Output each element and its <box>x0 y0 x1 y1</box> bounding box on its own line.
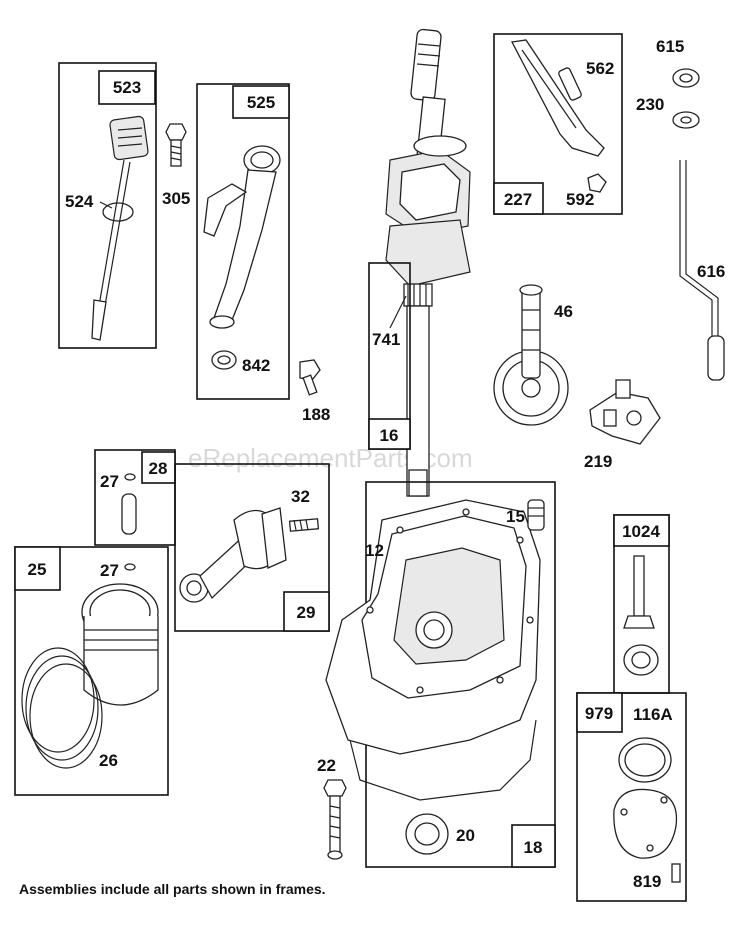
frame-tag-1024 <box>613 514 670 547</box>
piston-rings-part <box>21 647 103 769</box>
label-1024: 1024 <box>622 522 660 541</box>
screw-188 <box>299 359 321 396</box>
pump-cover-part <box>613 737 681 883</box>
seal-20 <box>405 813 449 855</box>
frame-25 <box>14 546 169 796</box>
label-46: 46 <box>554 302 573 321</box>
frame-tag-25 <box>14 546 61 591</box>
label-305: 305 <box>162 189 190 208</box>
frame-525 <box>196 83 290 400</box>
label-227: 227 <box>504 190 532 209</box>
label-18: 18 <box>524 838 543 857</box>
frame-tag-525 <box>232 85 290 119</box>
label-562: 562 <box>586 59 614 78</box>
label-25: 25 <box>28 560 47 579</box>
label-219: 219 <box>584 452 612 471</box>
frame-tag-523 <box>98 70 156 105</box>
label-524: 524 <box>65 192 94 211</box>
label-592: 592 <box>566 190 594 209</box>
frame-tag-29 <box>283 591 330 632</box>
crankcase-part <box>325 499 541 801</box>
connecting-rod-part <box>179 507 320 603</box>
frame-227 <box>493 33 623 215</box>
plug-15 <box>527 499 545 531</box>
label-615: 615 <box>656 37 684 56</box>
bolt-305 <box>165 123 187 167</box>
frame-tag-227 <box>493 182 544 215</box>
label-26: 26 <box>99 751 118 770</box>
frame-29 <box>174 463 330 632</box>
label-12: 12 <box>365 541 384 560</box>
camshaft-46 <box>493 284 569 426</box>
label-979: 979 <box>585 704 613 723</box>
label-188: 188 <box>302 405 330 424</box>
footer-note: Assemblies include all parts shown in fr… <box>19 881 326 897</box>
label-27-top: 27 <box>100 472 119 491</box>
label-15: 15 <box>506 507 525 526</box>
label-116a: 116A <box>633 705 673 724</box>
label-525: 525 <box>247 93 275 112</box>
frame-tag-979 <box>576 692 623 733</box>
governor-lever-part <box>510 39 607 193</box>
frame-tag-16 <box>368 418 411 450</box>
watermark: eReplacementParts.com <box>188 443 473 473</box>
label-616: 616 <box>697 262 725 281</box>
governor-shaft-616 <box>679 160 725 381</box>
label-523: 523 <box>113 78 141 97</box>
frame-tag-18 <box>511 824 556 868</box>
label-741: 741 <box>372 330 400 349</box>
label-27-bottom: 27 <box>100 561 119 580</box>
oil-pump-part <box>623 555 659 676</box>
label-819: 819 <box>633 872 661 891</box>
dipstick-tube-part <box>203 145 281 370</box>
washer-230 <box>672 111 700 129</box>
piston-pin-part <box>121 473 137 535</box>
label-22: 22 <box>317 756 336 775</box>
crankshaft-part <box>385 28 471 497</box>
label-28: 28 <box>149 459 168 478</box>
dipstick-part <box>91 115 149 341</box>
label-32: 32 <box>291 487 310 506</box>
bolt-22 <box>323 779 347 860</box>
piston-part <box>81 563 159 706</box>
frame-523 <box>58 62 157 349</box>
label-20: 20 <box>456 826 475 845</box>
frame-tag-28 <box>141 451 176 484</box>
frame-979 <box>576 692 687 902</box>
nut-615 <box>672 68 700 88</box>
label-16: 16 <box>380 426 399 445</box>
label-29: 29 <box>297 603 316 622</box>
label-842: 842 <box>242 356 270 375</box>
label-230: 230 <box>636 95 664 114</box>
governor-219 <box>589 379 661 445</box>
